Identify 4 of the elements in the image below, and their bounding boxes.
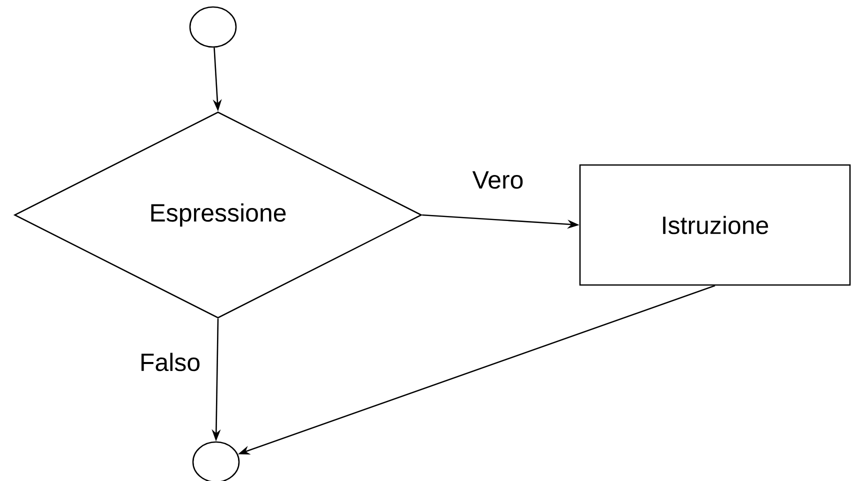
process-box: Istruzione (579, 164, 851, 286)
circle (189, 6, 237, 48)
edge-label: Vero (472, 171, 523, 189)
edge-label: Falso (142, 352, 200, 372)
